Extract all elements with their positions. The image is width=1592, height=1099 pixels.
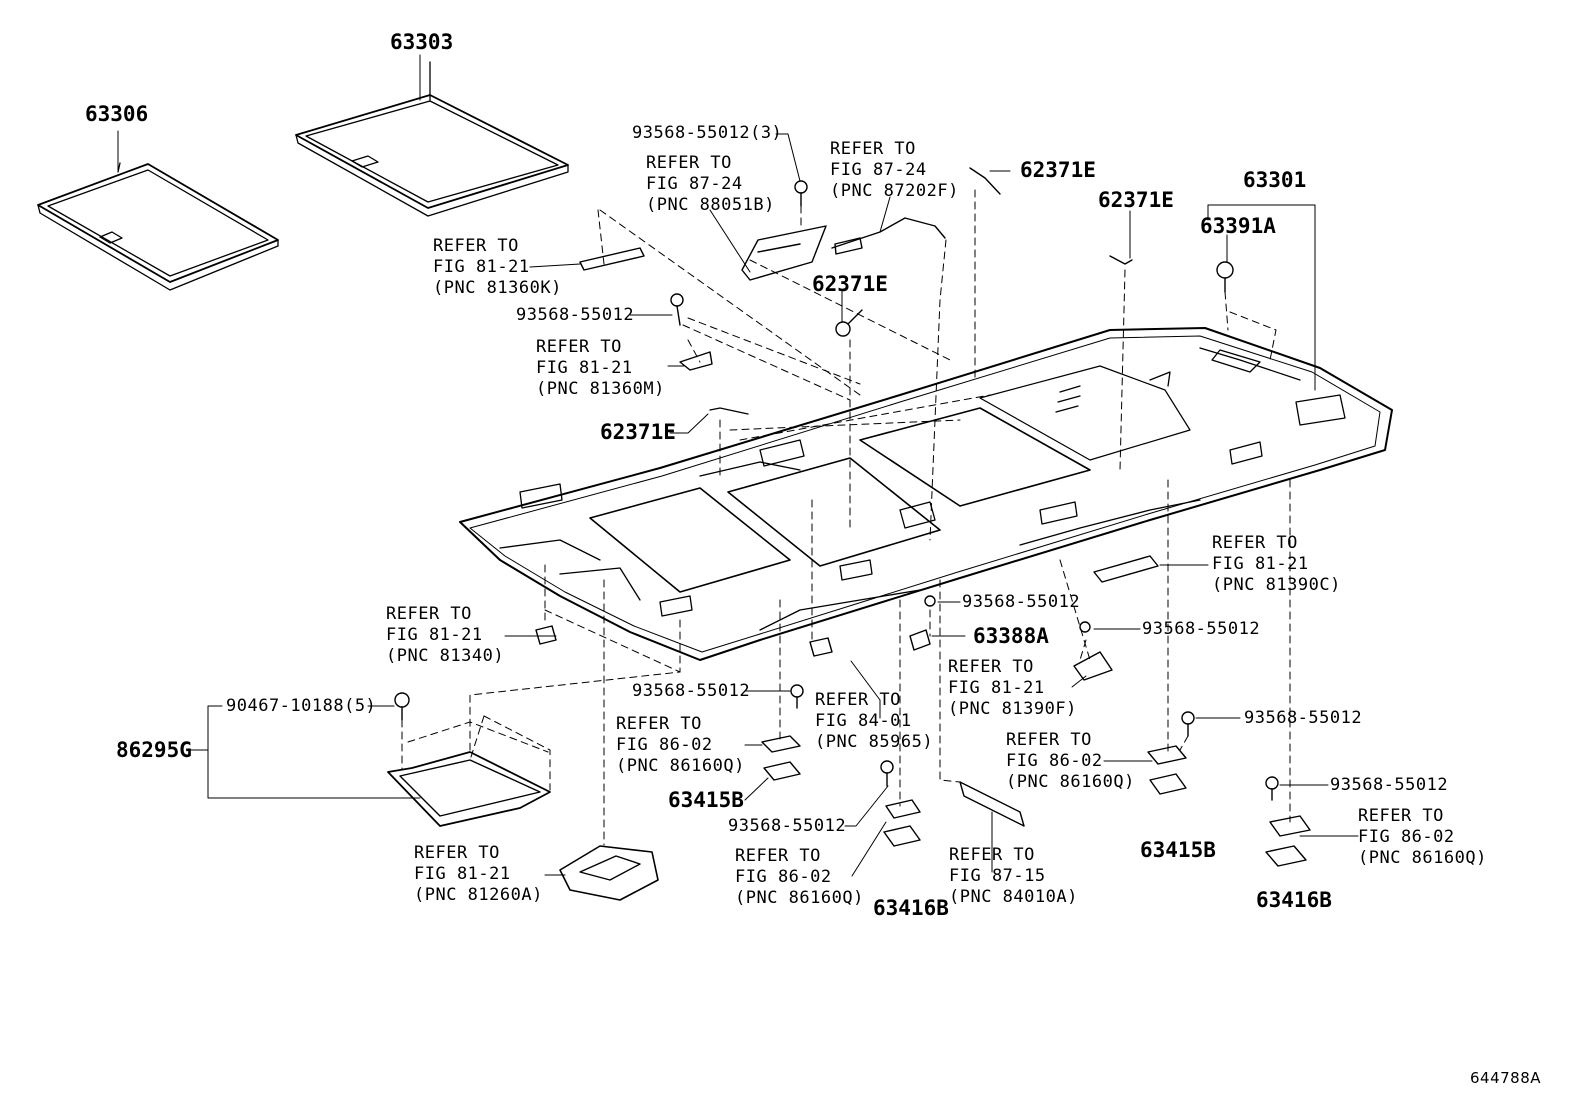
small-parts-drawings [387,167,1311,901]
dashed-guide-lines [401,189,1291,846]
refer-to-81390C: REFER TO FIG 81-21 (PNC 81390C) [1212,533,1341,595]
refer-to-86160Q: REFER TO FIG 86-02 (PNC 86160Q) [1006,730,1135,792]
refer-to-81360M: REFER TO FIG 81-21 (PNC 81360M) [536,337,665,399]
refer-to-86160Q: REFER TO FIG 86-02 (PNC 86160Q) [616,714,745,776]
refer-to-81360K: REFER TO FIG 81-21 (PNC 81360K) [433,236,562,298]
refer-to-86160Q: REFER TO FIG 86-02 (PNC 86160Q) [735,846,864,908]
part-86295G-label: 86295G [116,738,192,762]
part-63306-label: 63306 [85,102,149,126]
part-63416B-label: 63416B [1256,888,1332,912]
screw-label: 93568-55012 [1142,619,1261,639]
part-63391A-label: 63391A [1200,214,1276,238]
refer-to-81340: REFER TO FIG 81-21 (PNC 81340) [386,604,505,666]
refer-to-81260A: REFER TO FIG 81-21 (PNC 81260A) [414,843,543,905]
refer-to-84010A: REFER TO FIG 87-15 (PNC 84010A) [949,845,1078,907]
clip-label: 90467-10188(5) [226,696,377,716]
leader-lines [117,54,1359,877]
refer-to-85965: REFER TO FIG 84-01 (PNC 85965) [815,690,934,752]
roof-headliner-63301-drawing [459,327,1393,661]
refer-to-88051B: REFER TO FIG 87-24 (PNC 88051B) [646,153,775,215]
part-62371E-label: 62371E [1020,158,1096,182]
part-63415B-label: 63415B [668,788,744,812]
figure-id: 644788A [1470,1069,1542,1087]
part-63301-label: 63301 [1243,168,1307,192]
screw-label: 93568-55012(3) [632,123,783,143]
part-63416B-label: 63416B [873,896,949,920]
part-63388A-label: 63388A [973,624,1049,648]
part-63415B-label: 63415B [1140,838,1216,862]
screw-label: 93568-55012 [728,816,847,836]
screw-label: 93568-55012 [632,681,751,701]
refer-to-87202F: REFER TO FIG 87-24 (PNC 87202F) [830,139,959,201]
part-63303-label: 63303 [390,30,454,54]
sunshade-panel-63306-drawing [37,162,279,291]
screw-label: 93568-55012 [1330,775,1449,795]
part-62371E-label: 62371E [812,272,888,296]
screw-label: 93568-55012 [962,592,1081,612]
refer-to-81390F: REFER TO FIG 81-21 (PNC 81390F) [948,657,1077,719]
screw-label: 93568-55012 [516,305,635,325]
sunshade-panel-63303-drawing [295,61,569,217]
screw-label: 93568-55012 [1244,708,1363,728]
part-62371E-label: 62371E [1098,188,1174,212]
refer-to-86160Q: REFER TO FIG 86-02 (PNC 86160Q) [1358,806,1487,868]
part-62371E-label: 62371E [600,420,676,444]
